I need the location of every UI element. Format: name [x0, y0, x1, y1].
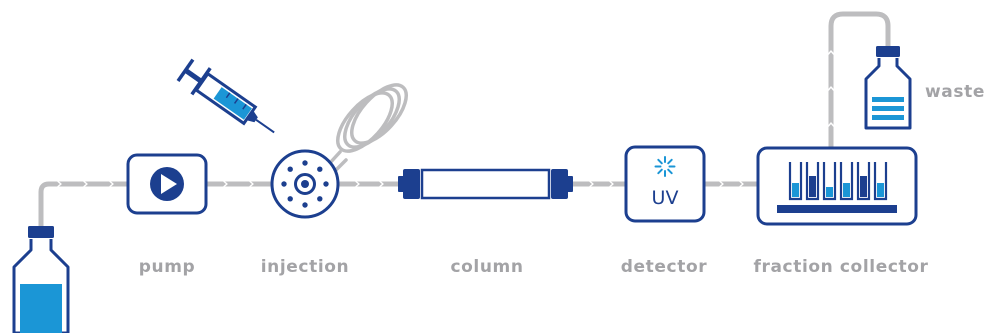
tubing-collector-to-waste: [828, 11, 891, 151]
label-detector: detector: [621, 257, 707, 277]
flow-arrow: [223, 180, 228, 188]
uv-detector-icon: UV: [624, 145, 706, 223]
label-waste: waste: [925, 82, 985, 102]
flow-arrow: [827, 50, 835, 55]
label-fraction-collector: fraction collector: [754, 257, 929, 277]
label-injection: injection: [261, 257, 350, 277]
injection-valve-icon: [270, 149, 340, 219]
flow-arrow: [109, 180, 114, 188]
flow-arrow: [57, 180, 62, 188]
pump-play-icon: [126, 153, 208, 215]
flow-arrow: [827, 86, 835, 91]
label-pump: pump: [139, 257, 196, 277]
flow-arrow: [739, 180, 744, 188]
flow-arrow: [589, 180, 594, 188]
flow-arrow: [379, 180, 384, 188]
flow-arrow: [609, 180, 614, 188]
flow-arrow: [249, 180, 254, 188]
label-column: column: [450, 257, 523, 277]
tubing: [38, 11, 891, 229]
flow-arrow: [827, 122, 835, 127]
flow-arrow: [355, 180, 360, 188]
flow-arrow: [83, 180, 88, 188]
tubing-bottle-to-pump: [38, 181, 131, 229]
solvent-bottle-icon: [12, 226, 70, 333]
flow-arrow: [719, 180, 724, 188]
component-labels: pump injection column detector fraction …: [139, 82, 985, 277]
waste-bottle-icon: [864, 46, 912, 130]
syringe-icon: [176, 58, 275, 134]
fraction-collector-icon: [756, 146, 918, 226]
uv-badge-text: UV: [652, 187, 679, 209]
column-icon: [398, 168, 573, 200]
